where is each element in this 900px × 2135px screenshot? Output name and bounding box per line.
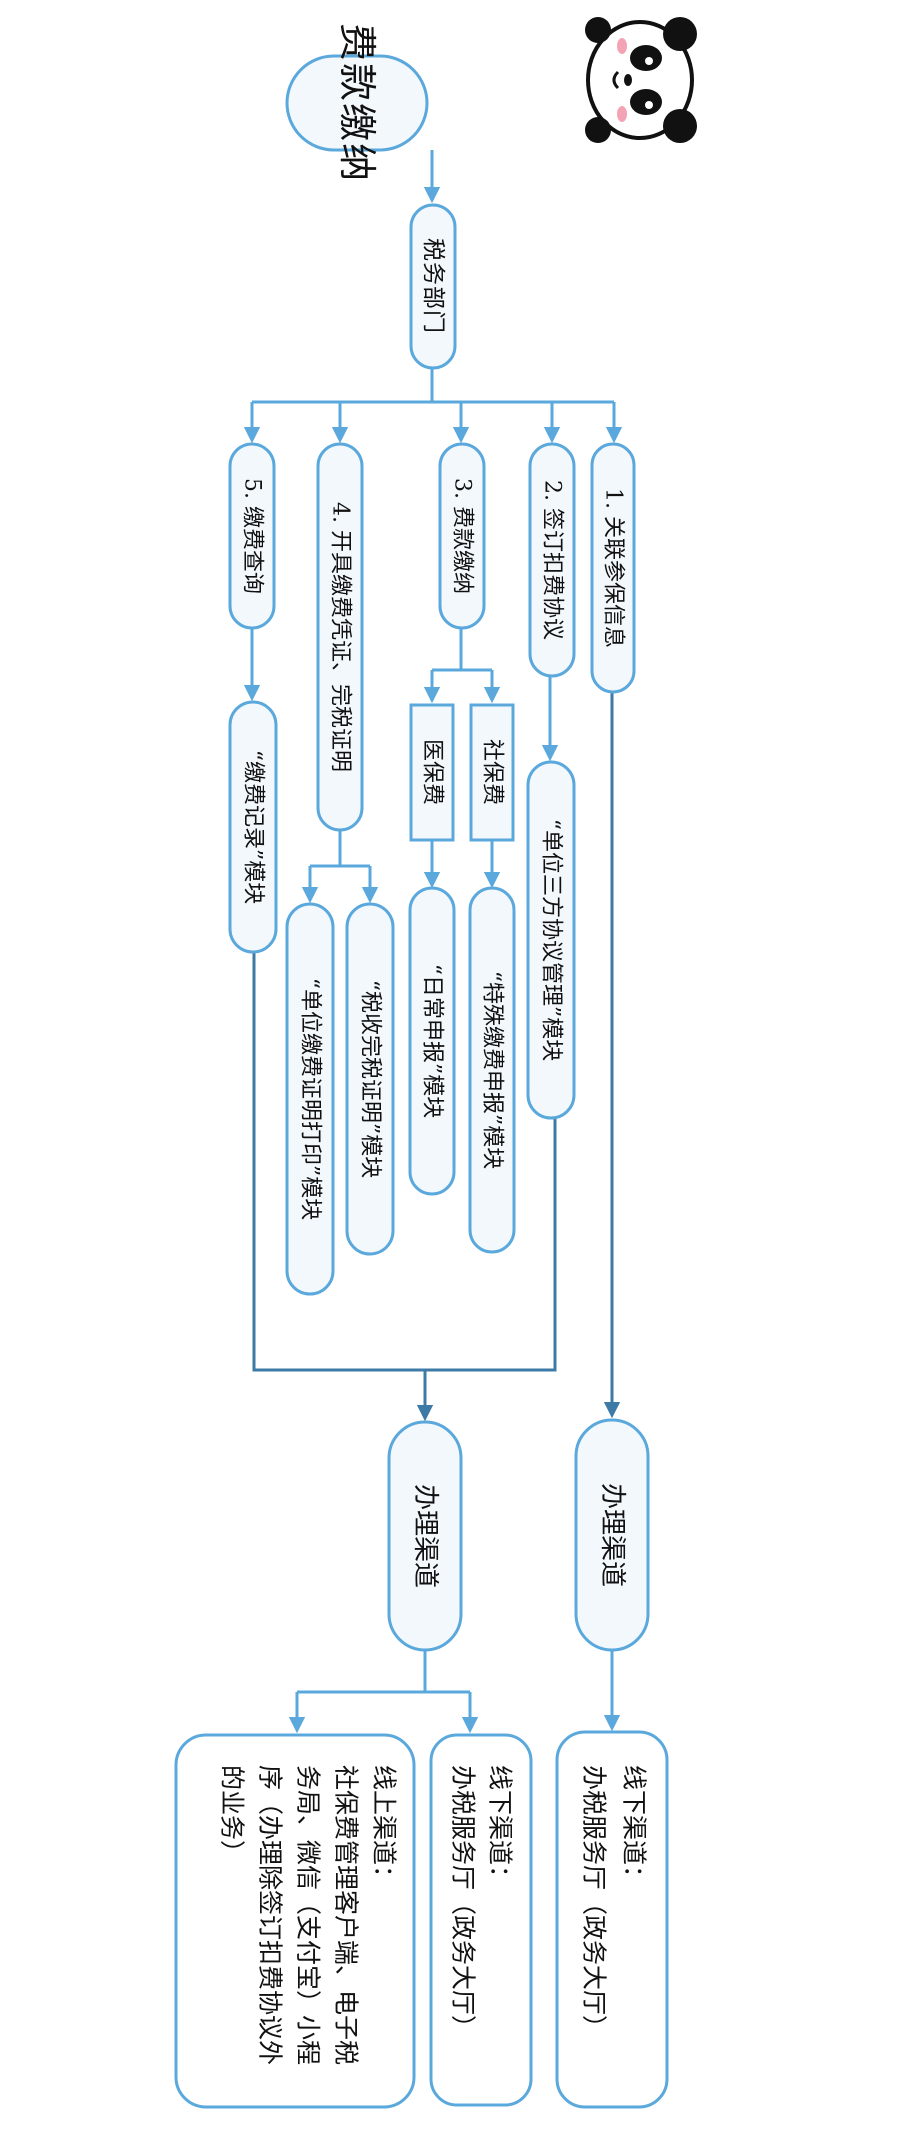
module-daily-text: “日常申报”模块 (420, 964, 445, 1119)
offline-channel-2-label: 线下渠道： (486, 1765, 515, 1890)
module-daily-node: “日常申报”模块 (408, 886, 456, 1196)
module-special-node: “特殊缴费申报”模块 (468, 886, 516, 1254)
yibao-text: 医保费 (420, 739, 445, 805)
module-tax-cert-text: “税收完税证明”模块 (358, 980, 383, 1179)
module-record-text: “缴费记录”模块 (241, 750, 266, 905)
offline-channel-1-text: 办税服务厅（政务大厅） (580, 1765, 609, 2040)
module-record-node: “缴费记录”模块 (228, 700, 278, 954)
online-channel-label: 线上渠道： (370, 1765, 399, 1890)
yibao-node: 医保费 (409, 703, 455, 842)
online-channel-text-line: 社保费管理客户端、电子税 (332, 1765, 361, 2065)
offline-channel-1-label: 线下渠道： (620, 1765, 649, 1890)
channel-2-text: 办理渠道 (410, 1484, 440, 1588)
panda-icon (585, 17, 697, 143)
branch-5-text: 5. 缴费查询 (240, 478, 265, 594)
module-tax-cert-node: “税收完税证明”模块 (345, 902, 395, 1256)
offline-channel-1-box: 线下渠道： 办税服务厅（政务大厅） (555, 1730, 669, 2109)
branch-3-node: 3. 费款缴纳 (438, 442, 486, 630)
channel-1-text: 办理渠道 (597, 1483, 627, 1587)
online-channel-text-line: 的业务） (218, 1765, 247, 1865)
module-special-text: “特殊缴费申报”模块 (480, 971, 505, 1170)
branch-5-node: 5. 缴费查询 (228, 442, 276, 630)
branch-1-text: 1. 关联参保信息 (601, 488, 626, 648)
title-text: 费款缴纳 (335, 23, 379, 183)
branch-1-node: 1. 关联参保信息 (590, 442, 636, 694)
channel-2-node: 办理渠道 (387, 1420, 463, 1652)
branch-4-node: 4. 开具缴费凭证、完税证明 (316, 442, 364, 832)
connectors (243, 150, 623, 1734)
branch-3-text: 3. 费款缴纳 (450, 478, 475, 594)
offline-channel-2-text: 办税服务厅（政务大厅） (449, 1765, 478, 2040)
branch-4-text: 4. 开具缴费凭证、完税证明 (328, 502, 353, 772)
shebao-text: 社保费 (480, 739, 505, 805)
online-channel-text-line: 务局、微信（支付宝）小程 (294, 1765, 323, 2065)
branch-2-text: 2. 签订扣费协议 (540, 480, 565, 640)
module-pay-cert-node: “单位缴费证明打印”模块 (285, 902, 335, 1296)
shebao-node: 社保费 (469, 703, 515, 842)
channel-1-node: 办理渠道 (574, 1418, 650, 1652)
online-channel-text-line: 序（办理除签订扣费协议外 (256, 1765, 285, 2065)
module-agreement-node: “单位三方协议管理”模块 (526, 760, 576, 1120)
department-text: 税务部门 (420, 238, 446, 334)
online-channel-box: 线上渠道： 社保费管理客户端、电子税务局、微信（支付宝）小程序（办理除签订扣费协… (174, 1733, 416, 2109)
module-agreement-text: “单位三方协议管理”模块 (539, 819, 564, 1062)
branch-2-node: 2. 签订扣费协议 (528, 442, 576, 678)
department-node: 税务部门 (409, 203, 457, 370)
offline-channel-2-box: 线下渠道： 办税服务厅（政务大厅） (429, 1733, 533, 2107)
title-node: 费款缴纳 (285, 23, 429, 183)
module-pay-cert-text: “单位缴费证明打印”模块 (298, 978, 323, 1221)
